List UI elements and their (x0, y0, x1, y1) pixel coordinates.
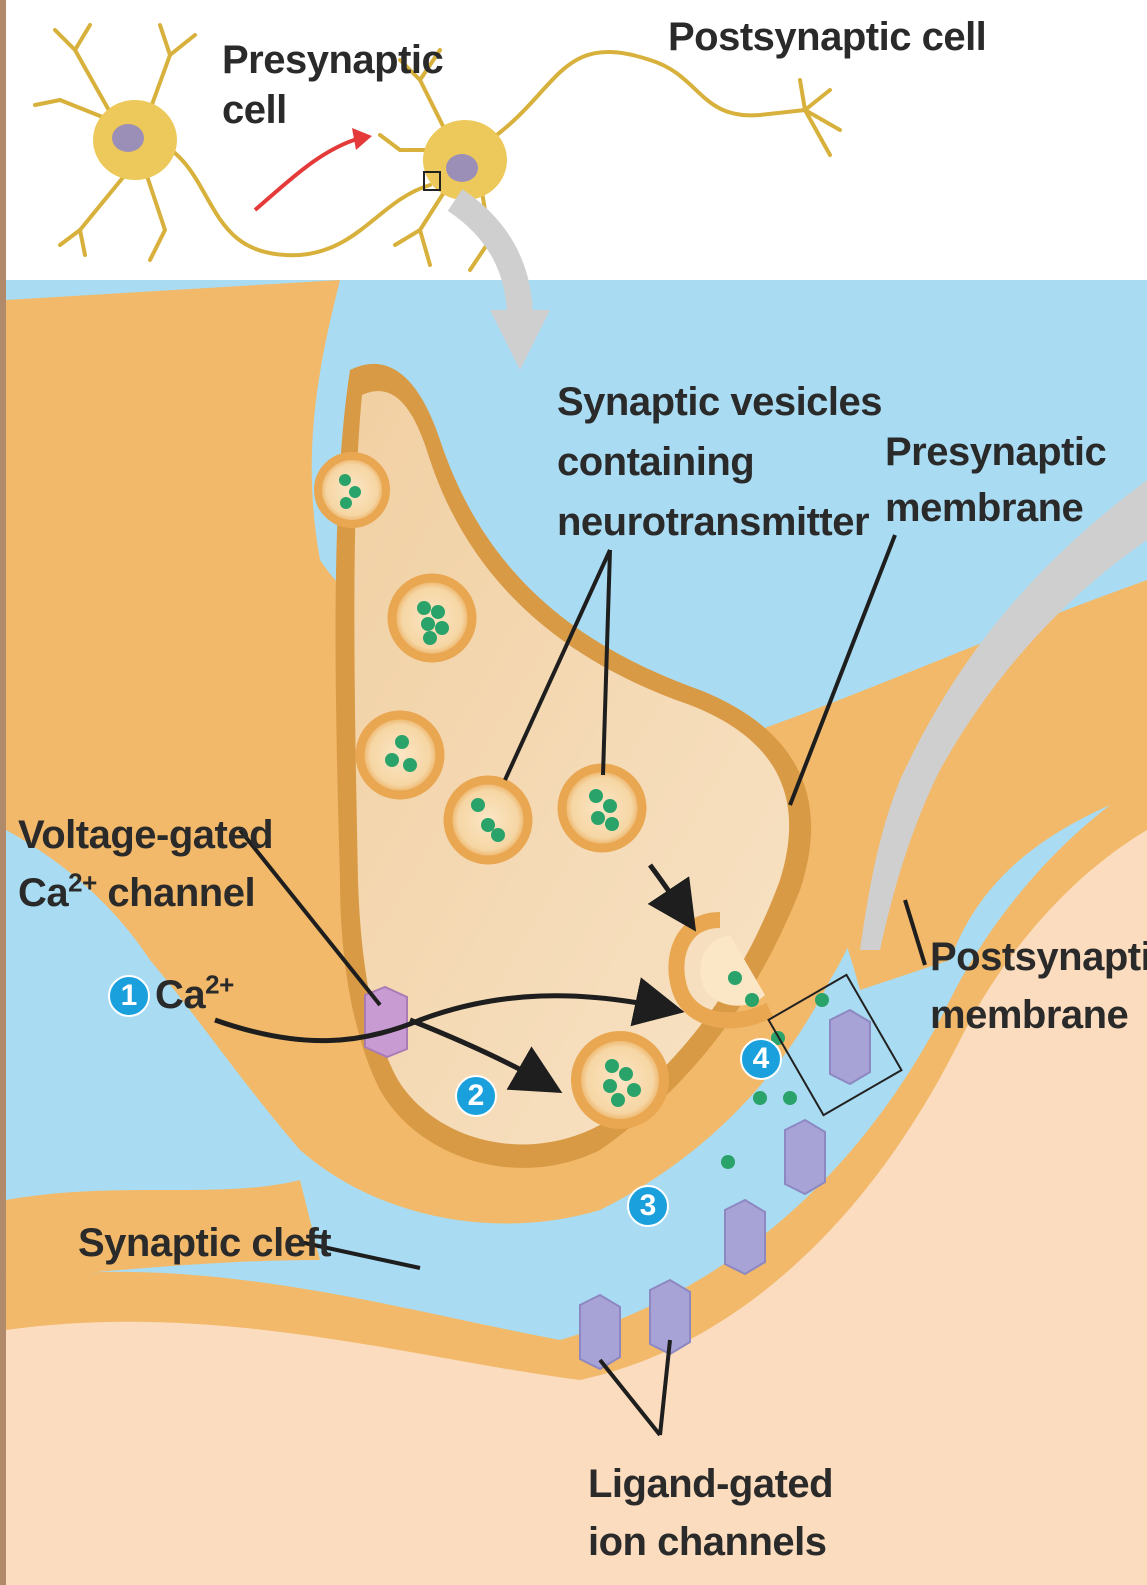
voltage-gated-label-line2: Ca2+ channel (18, 864, 273, 922)
ca-text: Ca (18, 871, 68, 915)
ligand-gated-ion-channels-label: Ligand-gated ion channels (588, 1455, 833, 1571)
channel-text: channel (97, 871, 255, 915)
ca-ion-text: Ca (155, 973, 205, 1017)
step-1-badge: 1 (108, 975, 150, 1017)
ligand-gated-label-line1: Ligand-gated (588, 1455, 833, 1513)
ligand-gated-label-line2: ion channels (588, 1513, 833, 1571)
presynaptic-cell-label-line2: cell (222, 85, 443, 135)
postsynaptic-membrane-label: Postsynaptic membrane (930, 928, 1147, 1044)
step-3-badge: 3 (627, 1185, 669, 1227)
postsynaptic-membrane-label-line1: Postsynaptic (930, 928, 1147, 986)
presynaptic-cell-label-line1: Presynaptic (222, 35, 443, 85)
vesicle (448, 780, 528, 860)
vesicle (392, 578, 472, 658)
vesicle (562, 768, 642, 848)
voltage-gated-label-line1: Voltage-gated (18, 806, 273, 864)
voltage-gated-ca-channel-label: Voltage-gated Ca2+ channel (18, 806, 273, 922)
presynaptic-nucleus (112, 124, 144, 152)
left-edge-strip (0, 0, 6, 1585)
presynaptic-membrane-label-line2: membrane (885, 480, 1106, 536)
step-4-badge: 4 (740, 1038, 782, 1080)
voltage-gated-ca-channel (365, 987, 407, 1057)
step-2-badge: 2 (455, 1075, 497, 1117)
postsynaptic-nucleus (446, 154, 478, 182)
postsynaptic-membrane-label-line2: membrane (930, 986, 1147, 1044)
presynaptic-membrane-label: Presynaptic membrane (885, 424, 1106, 536)
ca-charge-superscript: 2+ (68, 868, 97, 898)
ca-ion-label: Ca2+ (155, 970, 234, 1020)
synaptic-vesicles-label: Synaptic vesicles containing neurotransm… (557, 372, 882, 552)
ca-ion-superscript: 2+ (205, 970, 234, 1000)
synaptic-vesicles-label-line3: neurotransmitter (557, 492, 882, 552)
presynaptic-cell-label: Presynaptic cell (222, 35, 443, 135)
vesicle (576, 1036, 664, 1124)
synaptic-cleft-label: Synaptic cleft (78, 1218, 331, 1268)
vesicle (318, 456, 386, 524)
postsynaptic-cell-label: Postsynaptic cell (668, 12, 986, 62)
presynaptic-membrane-label-line1: Presynaptic (885, 424, 1106, 480)
synaptic-vesicles-label-line1: Synaptic vesicles (557, 372, 882, 432)
vesicle (360, 715, 440, 795)
synaptic-vesicles-label-line2: containing (557, 432, 882, 492)
